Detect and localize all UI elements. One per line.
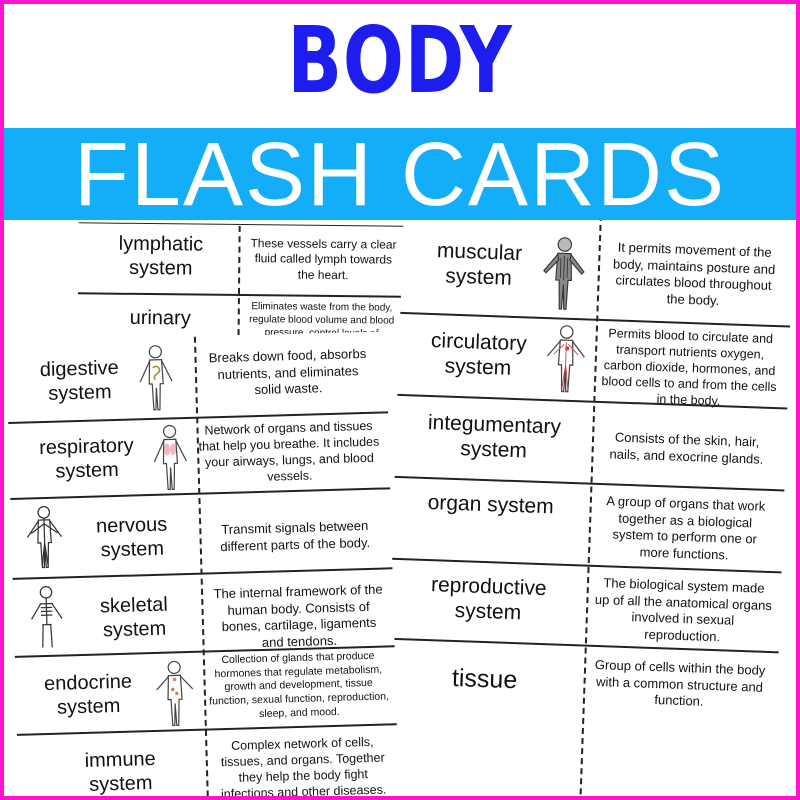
circulatory-figure-icon xyxy=(543,323,589,396)
border-left xyxy=(0,0,4,800)
card-definition: Consists of the skin, hair, nails, and e… xyxy=(609,429,764,467)
card-term: circulatory system xyxy=(430,329,528,380)
border-right xyxy=(796,0,800,800)
card-term: integumentary system xyxy=(427,410,562,463)
nervous-figure-icon xyxy=(25,502,65,573)
card-definition: Breaks down food, absorbs nutrients, and… xyxy=(208,345,367,398)
card-term: reproductive system xyxy=(430,573,547,625)
card-definition: The biological system made up of all the… xyxy=(594,575,773,645)
card-term: muscular system xyxy=(436,239,523,290)
card-term: immune system xyxy=(84,747,157,796)
card-definition: The internal framework of the human body… xyxy=(213,581,383,650)
card-definition: A group of organs that work together as … xyxy=(606,493,766,563)
respiratory-figure-icon xyxy=(148,423,192,494)
card-term: organ system xyxy=(427,491,555,519)
card-definition: Permits blood to circulate and transport… xyxy=(601,326,777,409)
card-definition: Network of organs and tissues that help … xyxy=(198,418,380,484)
border-bottom xyxy=(0,796,800,800)
card-term: endocrine system xyxy=(43,670,133,719)
card-definition: Transmit signals between different parts… xyxy=(220,517,371,554)
skeleton-figure-icon xyxy=(27,582,67,653)
title-band xyxy=(0,128,800,220)
card-definition: Complex network of cells, tissues, and o… xyxy=(220,734,387,800)
card-definition: Collection of glands that produce hormon… xyxy=(209,649,390,720)
card-term: tissue xyxy=(451,663,518,695)
left-sheet: digestive system Breaks down food, absor… xyxy=(6,331,399,800)
card-definition: Group of cells within the body with a co… xyxy=(594,656,766,709)
card-term: lymphatic system xyxy=(118,232,204,280)
card-definition: These vessels carry a clear fluid called… xyxy=(250,236,397,282)
card-term: respiratory system xyxy=(38,434,134,483)
muscle-figure-icon xyxy=(538,235,589,315)
card-term: urinary xyxy=(129,306,191,330)
card-term: skeletal system xyxy=(99,593,169,641)
card-definition: It permits movement of the body, maintai… xyxy=(612,239,776,308)
title-line-2: FLASH CARDS xyxy=(73,125,727,225)
border-top xyxy=(0,0,800,4)
digestive-figure-icon xyxy=(134,343,178,414)
endocrine-figure-icon xyxy=(153,659,197,730)
right-sheet: muscular system It permits movement of t… xyxy=(383,208,794,800)
card-term: nervous system xyxy=(95,513,168,562)
card-term: digestive system xyxy=(39,356,120,405)
